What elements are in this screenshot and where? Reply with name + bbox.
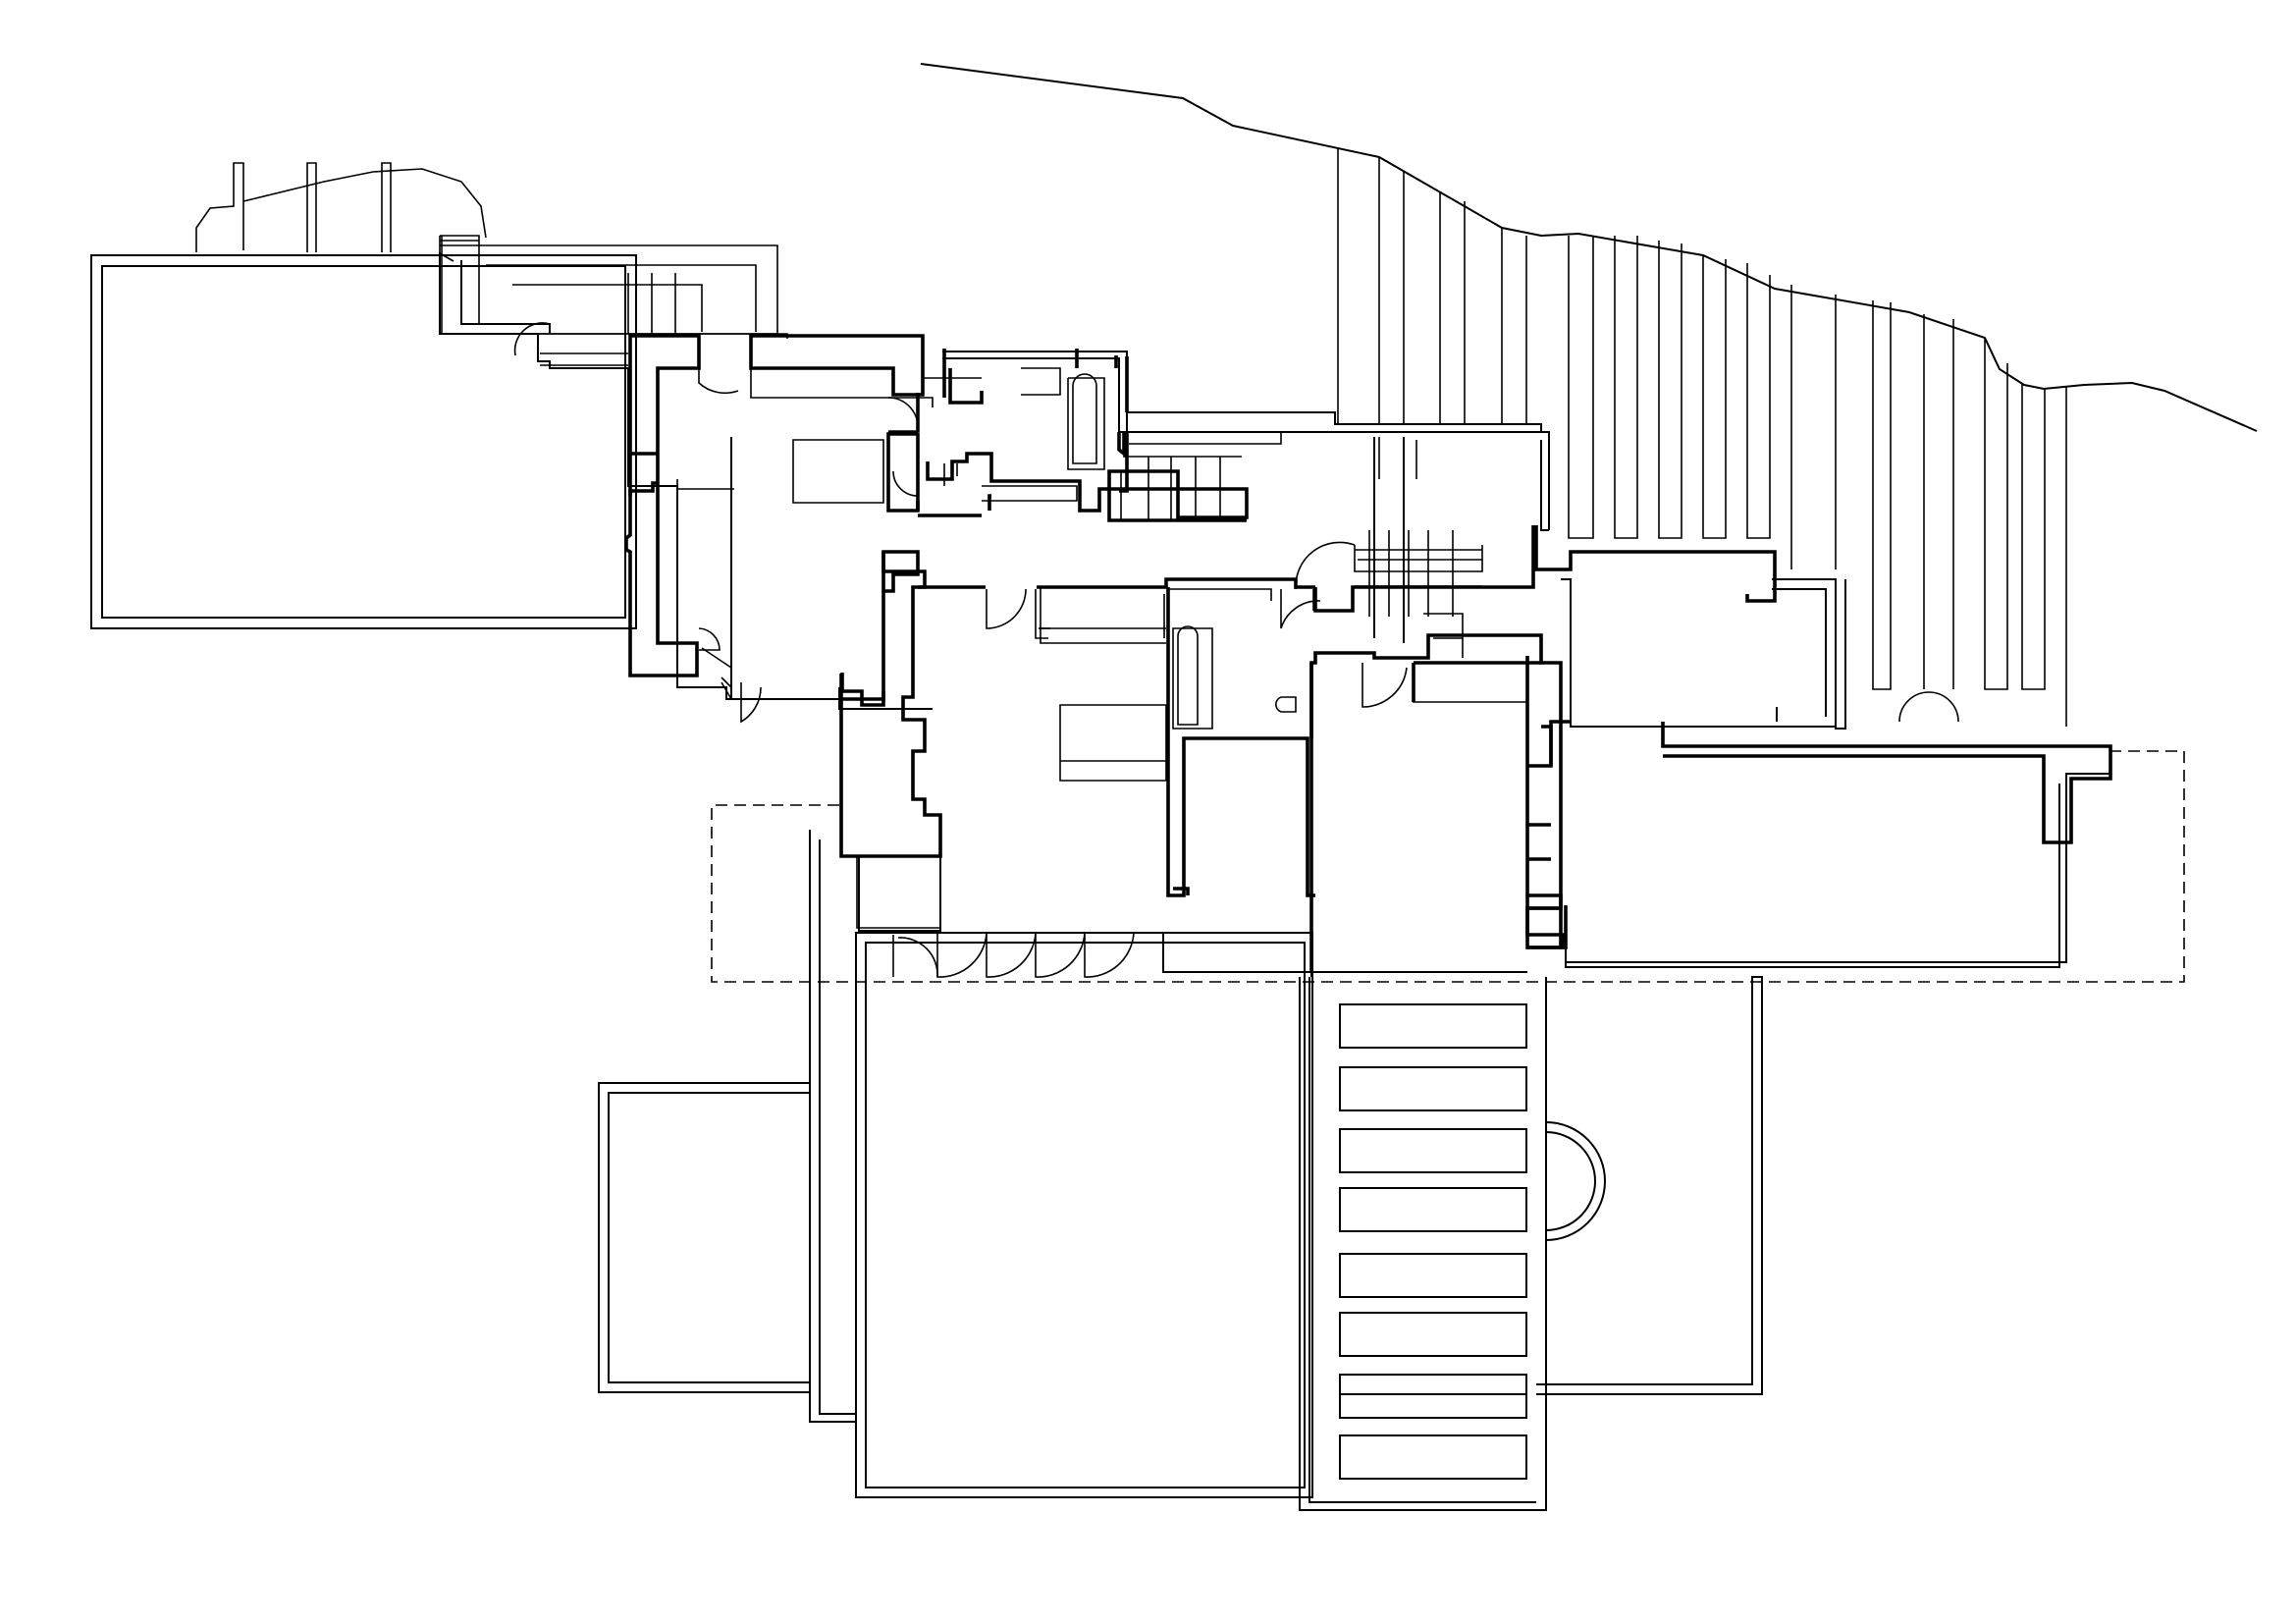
terrain-contour-line: [920, 63, 2258, 432]
interior-partitions: [676, 367, 1526, 929]
west-lower-terrace-parapet: [608, 1092, 811, 1383]
overhead-trellis-outline: [711, 750, 2185, 983]
living-room-boundary: [858, 773, 2110, 977]
west-terrace-parapet: [101, 265, 626, 619]
terrain-posts: [195, 162, 487, 262]
living-terrace-parapet: [865, 942, 1306, 1488]
stream-stair-treads: [1339, 1003, 1527, 1480]
south-terraces: [598, 830, 1763, 1511]
retaining-wall-strips: [1337, 147, 2067, 727]
living-terrace: [855, 932, 1313, 1498]
west-terrace: [90, 254, 637, 629]
west-lower-terrace: [598, 1082, 811, 1393]
